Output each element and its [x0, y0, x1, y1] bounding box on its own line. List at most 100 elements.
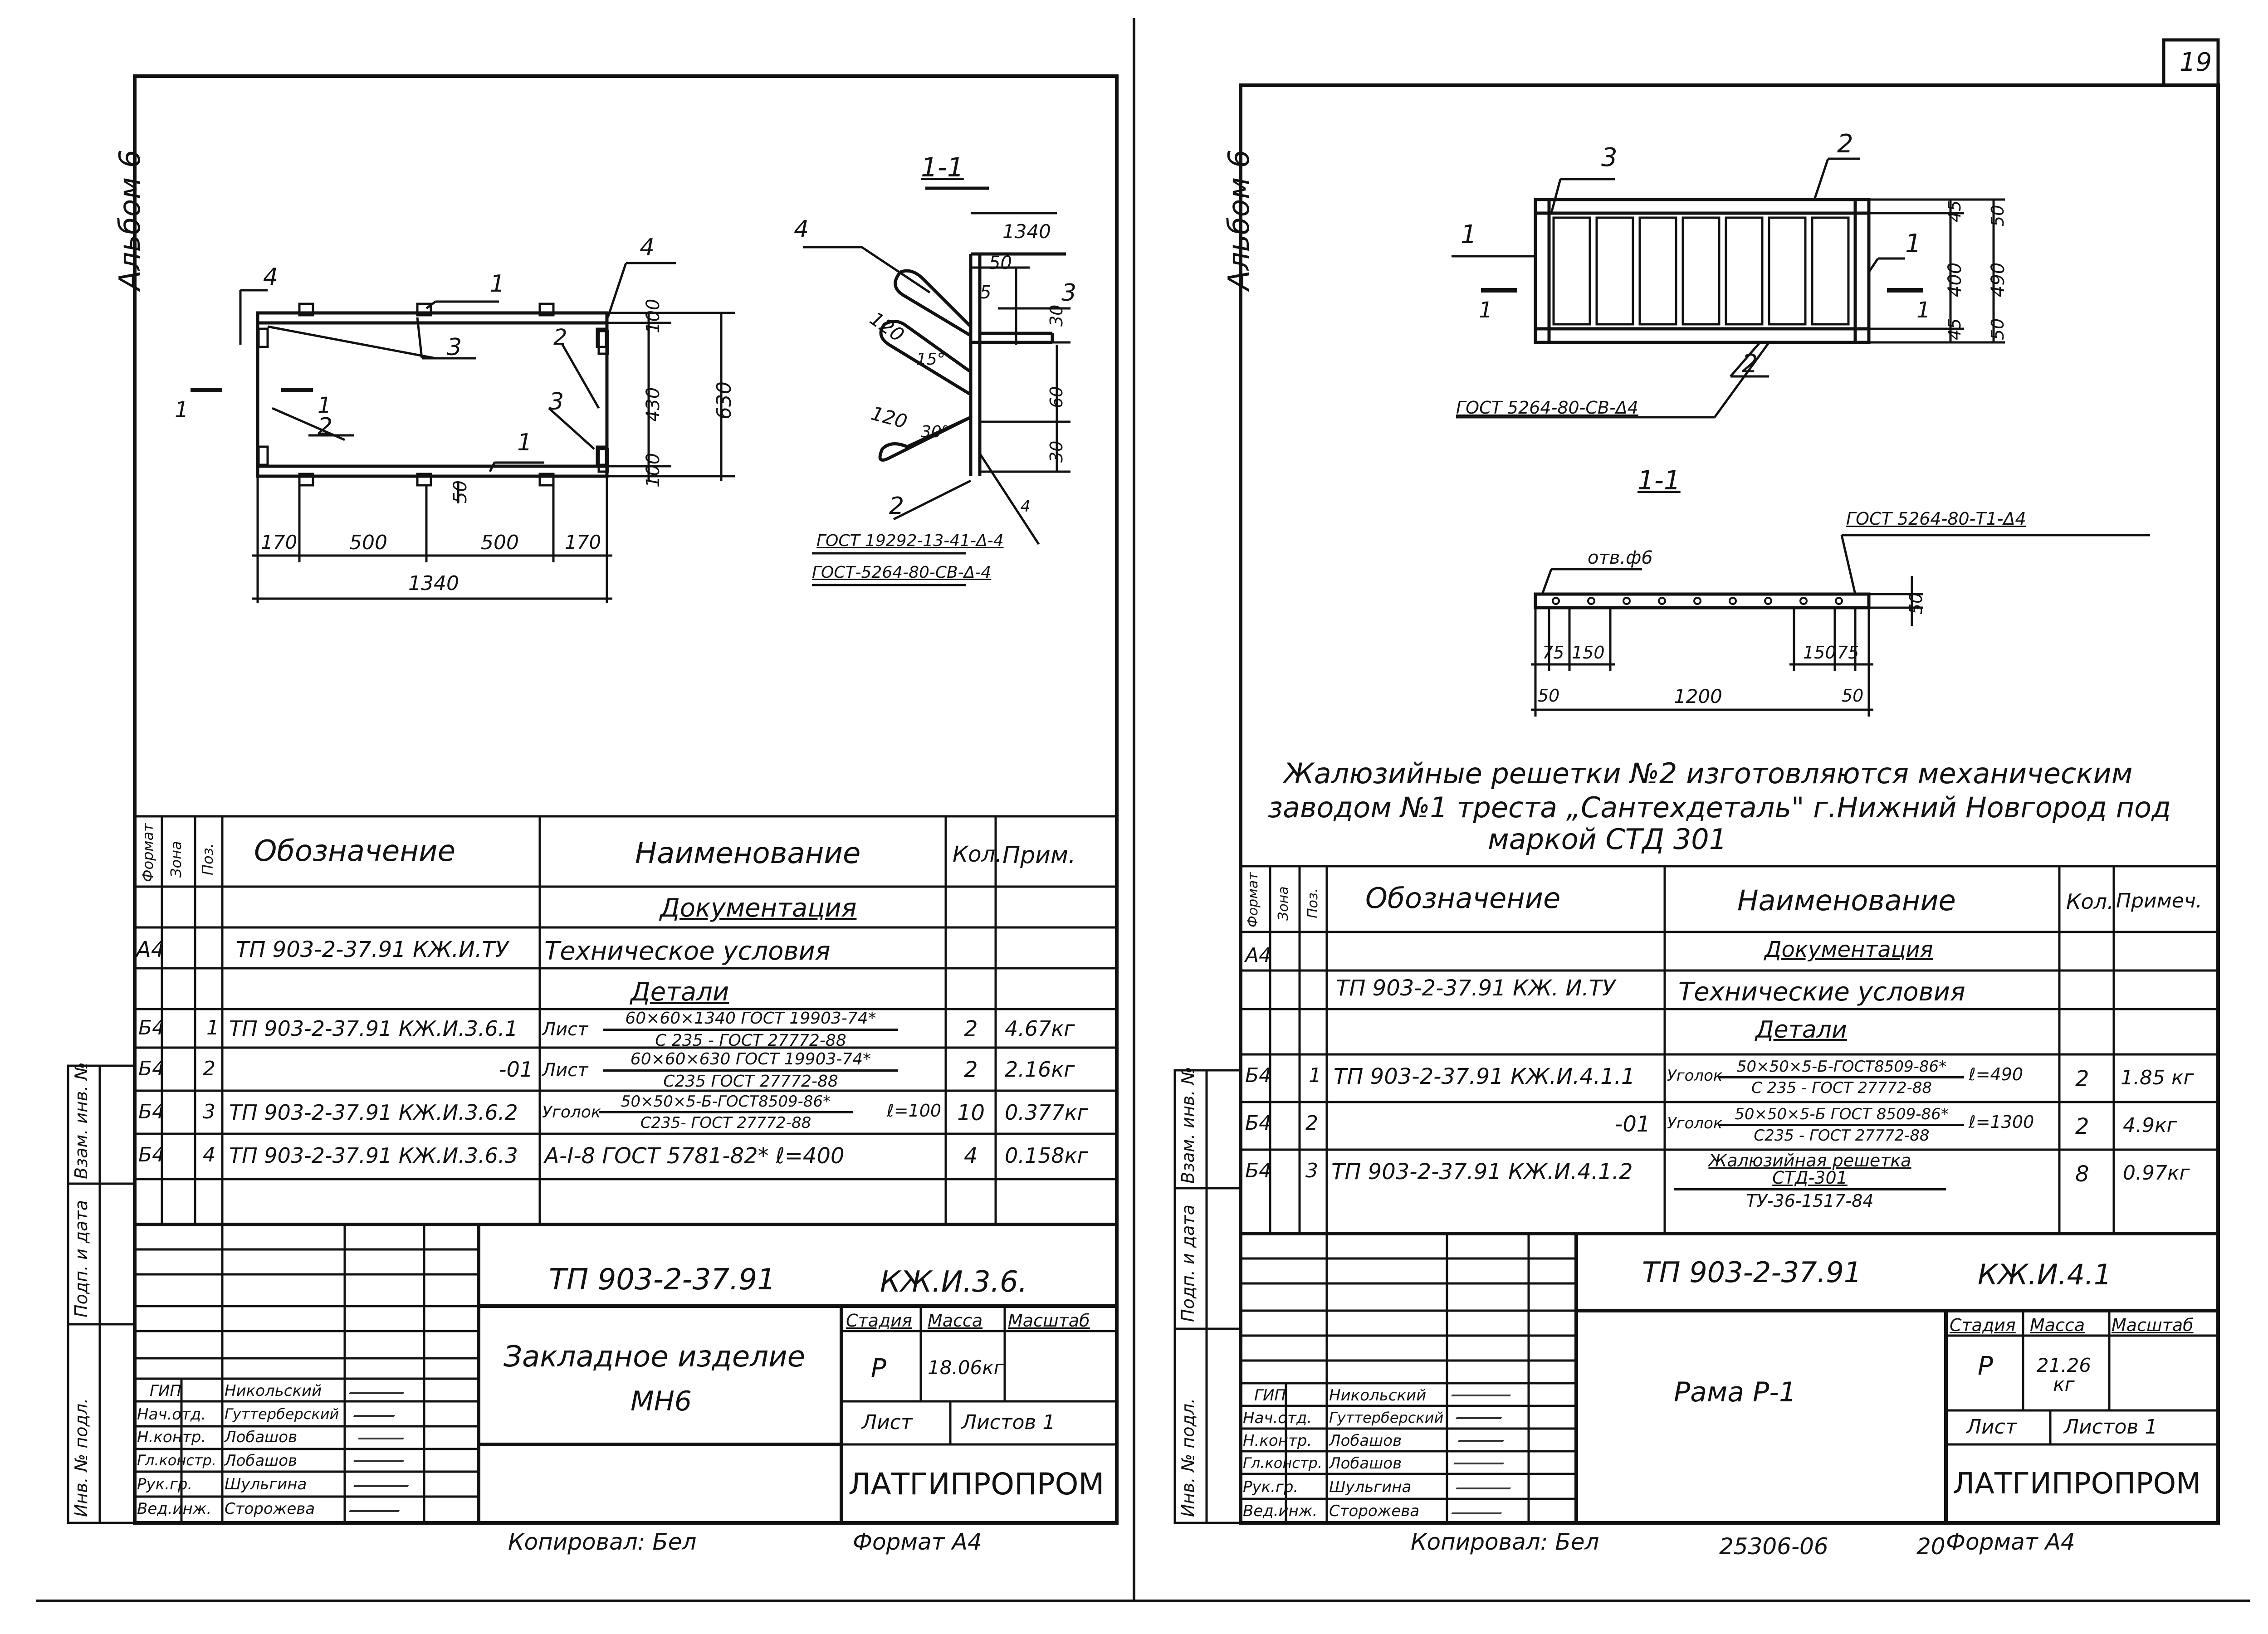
r-row4-designation: ТП 903-2-37.91 КЖ.И.4.1.2	[1331, 1159, 1633, 1185]
row4-name-bot: С235- ГОСТ 27772-88	[640, 1114, 811, 1132]
r-stamp-sign-date: Подп. и дата	[1178, 1205, 1198, 1322]
row5-name: А-I-8 ГОСТ 5781-82* ℓ=400	[544, 1143, 845, 1169]
tb-stage-h: Стадия	[846, 1311, 912, 1331]
hole	[1693, 597, 1701, 605]
row5-designation: ТП 903-2-37.91 КЖ.И.3.6.3	[229, 1143, 518, 1168]
louver-slat	[1811, 216, 1850, 326]
row4-qty: 10	[957, 1100, 985, 1126]
pos-label-3a: 3	[447, 334, 462, 361]
r-dim-50a: 50	[1988, 205, 2008, 227]
r-tb-role-3: Гл.констр.	[1243, 1454, 1322, 1472]
r-row3-name-frac: 50×50×5-Б ГОСТ 8509-86* С235 - ГОСТ 2777…	[1719, 1107, 1964, 1143]
r-cut-right: 1	[1916, 298, 1931, 323]
r-tb-sheet-h: Лист	[1966, 1415, 2017, 1439]
format-label: Формат А4	[853, 1529, 982, 1555]
row2-name-prefix: Лист	[542, 1019, 588, 1040]
row2-designation: ТП 903-2-37.91 КЖ.И.3.6.1	[229, 1016, 518, 1041]
col-name: Наименование	[635, 837, 861, 870]
r-dim-490: 490	[1988, 262, 2009, 297]
tb-mark: КЖ.И.3.6.	[880, 1265, 1028, 1299]
r-row3-pos: 2	[1305, 1112, 1318, 1135]
r-tb-name-5: Сторожева	[1329, 1502, 1420, 1520]
tb-title-2: МН6	[631, 1385, 692, 1417]
row2-name-bot: С 235 - ГОСТ 27772-88	[655, 1031, 846, 1050]
section-parts: Детали	[631, 977, 729, 1007]
row1-format: А4	[136, 937, 165, 962]
r-tb-mark: КЖ.И.4.1	[1978, 1258, 2112, 1291]
row3-note: 2.16кг	[1005, 1057, 1075, 1082]
louver-slat	[1638, 216, 1677, 326]
r-sdim-75a: 75	[1542, 643, 1564, 663]
sec-dim-50: 50	[989, 253, 1012, 273]
r-row3-name-bot: С235 - ГОСТ 27772-88	[1754, 1127, 1930, 1145]
sec-dim-4: 4	[1021, 498, 1031, 516]
tb-role-1: Нач.отд.	[137, 1405, 206, 1424]
sec-pos-3: 3	[1061, 279, 1077, 307]
r-row2-pos: 1	[1309, 1064, 1321, 1087]
row3-name-prefix: Лист	[542, 1060, 588, 1081]
tb-role-4: Рук.гр.	[137, 1475, 193, 1493]
row5-note: 0.158кг	[1005, 1143, 1088, 1168]
r-tb-role-2: Н.контр.	[1243, 1432, 1312, 1450]
dim-500a: 500	[349, 531, 387, 554]
pos-label-4a: 4	[263, 263, 279, 291]
sec-pos-2: 2	[889, 493, 904, 520]
cut-mark-right: 1	[318, 393, 332, 418]
r-sdim-50a: 50	[1538, 686, 1560, 706]
row1-name: Техническое условия	[544, 937, 831, 966]
r-sdim-150a: 150	[1572, 643, 1605, 663]
r-col-pos: Поз.	[1305, 888, 1321, 918]
r-tb-stage-h: Стадия	[1950, 1315, 2016, 1335]
hole	[1552, 597, 1560, 605]
row3-name-bot: С235 ГОСТ 27772-88	[663, 1072, 838, 1091]
row2-qty: 2	[964, 1016, 978, 1042]
sec-dim-5: 5	[980, 282, 992, 303]
r-tb-code: ТП 903-2-37.91	[1642, 1256, 1862, 1289]
row3-pos: 2	[203, 1057, 215, 1080]
row3-qty: 2	[964, 1057, 978, 1083]
r-tb-scale-h: Масштаб	[2112, 1315, 2194, 1335]
dim-1340: 1340	[408, 572, 459, 595]
row2-pos: 1	[206, 1016, 219, 1039]
r-cut-left: 1	[1479, 298, 1493, 323]
r-pos-1a: 1	[1461, 220, 1477, 249]
r-weld-1: ГОСТ 5264-80-СВ-Δ4	[1456, 398, 1638, 418]
r-pos-2b: 2	[1742, 349, 1758, 379]
tb-title-1: Закладное изделие	[503, 1340, 806, 1374]
row3-name-frac: 60×60×630 ГОСТ 19903-74* С235 ГОСТ 27772…	[603, 1051, 898, 1090]
row3-name-top: 60×60×630 ГОСТ 19903-74*	[603, 1051, 898, 1072]
r-row4-note: 0.97кг	[2123, 1161, 2190, 1185]
row2-note: 4.67кг	[1005, 1016, 1075, 1041]
pos-label-4b: 4	[640, 234, 655, 261]
weld-note-2: ГОСТ-5264-80-СВ-Δ-4	[812, 563, 992, 582]
row4-format: Б4	[138, 1100, 165, 1123]
r-row2-designation: ТП 903-2-37.91 КЖ.И.4.1.1	[1334, 1064, 1635, 1089]
row3-format: Б4	[138, 1057, 165, 1080]
section-label: 1-1	[921, 152, 964, 183]
col-qty: Кол.	[953, 842, 1002, 867]
tb-name-3: Лобашов	[225, 1452, 298, 1470]
pos-label-1a: 1	[490, 270, 505, 298]
hole	[1835, 597, 1843, 605]
tb-name-1: Гуттерберский	[225, 1405, 339, 1423]
r-dim-50b: 50	[1988, 318, 2008, 340]
sec-dim-30deg: 30°	[921, 423, 950, 441]
tb-role-3: Гл.констр.	[137, 1452, 216, 1469]
tb-stage: Р	[871, 1354, 886, 1383]
louver-slat	[1681, 216, 1721, 326]
r-sdim-50b: 50	[1842, 686, 1864, 706]
r-pos-3: 3	[1601, 143, 1618, 172]
tb-sheets-h: Листов 1	[962, 1411, 1056, 1434]
r-row2-name-frac: 50×50×5-Б-ГОСТ8509-86* С 235 - ГОСТ 2777…	[1719, 1059, 1964, 1096]
r-row3-qty: 2	[2075, 1114, 2089, 1139]
row5-qty: 4	[964, 1143, 978, 1169]
row4-name-frac: 50×50×5-Б-ГОСТ8509-86* С235- ГОСТ 27772-…	[599, 1094, 853, 1131]
sec-dim-1340: 1340	[1002, 220, 1051, 243]
r-hole: отв.ф6	[1588, 547, 1653, 568]
row5-pos: 4	[203, 1143, 215, 1166]
r-row2-note: 1.85 кг	[2121, 1066, 2194, 1089]
r-dim-45a: 45	[1945, 200, 1965, 222]
louver-slat	[1552, 216, 1591, 326]
pos-label-3b: 3	[549, 388, 564, 415]
